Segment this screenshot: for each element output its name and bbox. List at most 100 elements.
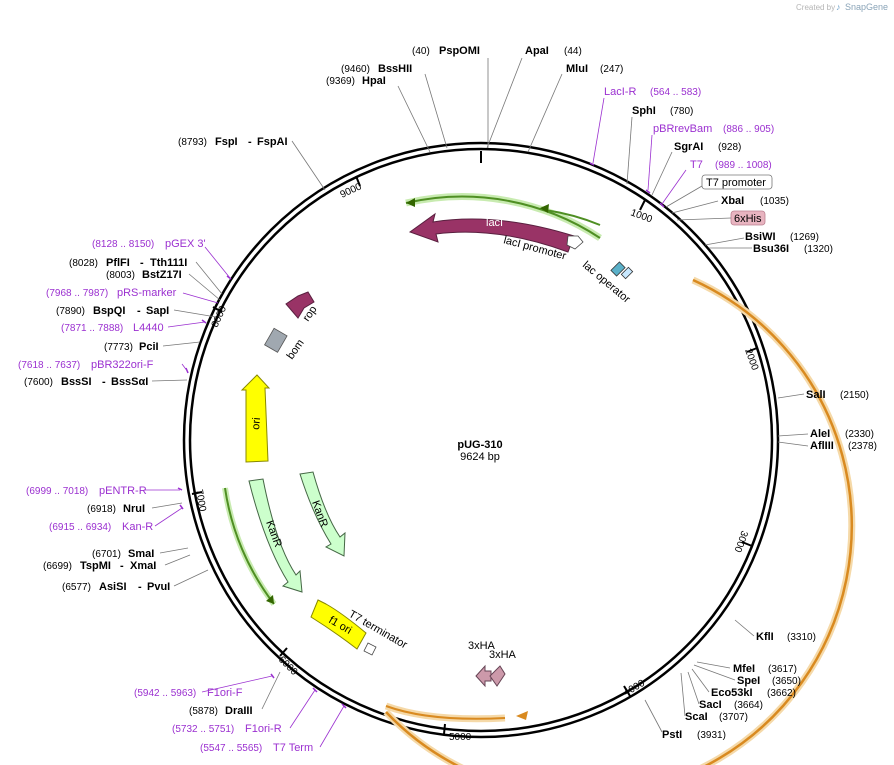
label-BspQI[interactable]: BspQI xyxy=(93,305,125,317)
pos-NruI: (6918) xyxy=(87,504,116,515)
label-Tth111I[interactable]: Tth111I xyxy=(150,257,187,269)
pos-BspQI: (7890) xyxy=(56,306,85,317)
label-ApaI[interactable]: ApaI xyxy=(525,45,549,57)
bom-label: bom xyxy=(285,337,307,361)
primer-pos-pENTRR: (6999 .. 7018) xyxy=(26,486,88,497)
label-SapI[interactable]: SapI xyxy=(146,305,169,317)
label-NruI[interactable]: NruI xyxy=(123,503,145,515)
label-SmaI[interactable]: SmaI xyxy=(128,548,154,560)
primer-L4440[interactable]: L4440 xyxy=(133,322,164,334)
primer-pos-F1oriF: (5942 .. 5963) xyxy=(134,688,196,699)
pos-SphI: (780) xyxy=(670,106,693,117)
label-SphI[interactable]: SphI xyxy=(632,105,656,117)
lacI-label: lacI xyxy=(486,217,503,229)
label-SacI[interactable]: SacI xyxy=(699,699,722,711)
label-XbaI[interactable]: XbaI xyxy=(721,195,744,207)
bom-feature[interactable]: bom xyxy=(264,327,307,362)
label-ScaI[interactable]: ScaI xyxy=(685,711,708,723)
label-Bsu36I[interactable]: Bsu36I xyxy=(753,243,789,255)
pos-AleI: (2330) xyxy=(845,429,874,440)
ori-label: ori xyxy=(250,417,263,430)
label-FspI[interactable]: FspI xyxy=(215,136,238,148)
primer-pBR322oriF[interactable]: pBR322ori-F xyxy=(91,359,154,371)
primer-pos-LacIR: (564 .. 583) xyxy=(650,87,701,98)
backbone xyxy=(182,141,780,739)
pos-Eco53kI: (3662) xyxy=(767,688,796,699)
label-BssSI[interactable]: BssSI xyxy=(61,376,92,388)
rop-feature[interactable]: rop xyxy=(285,291,320,324)
ha-label-1: 3xHA xyxy=(468,640,496,652)
t7-promoter-box[interactable]: T7 promoter xyxy=(701,174,773,190)
primer-pRSmarker[interactable]: pRS-marker xyxy=(117,287,177,299)
label-XmaI[interactable]: XmaI xyxy=(130,560,156,572)
pos-MluI: (247) xyxy=(600,64,623,75)
primer-LacIR[interactable]: LacI-R xyxy=(604,86,636,98)
primer-T7[interactable]: T7 xyxy=(690,159,703,171)
label-PvuI[interactable]: PvuI xyxy=(147,581,170,593)
label-MfeI[interactable]: MfeI xyxy=(733,663,755,675)
tick-label-1000: 1000 xyxy=(629,207,654,225)
label-BstZ17I[interactable]: BstZ17I xyxy=(142,269,182,281)
pos-KflI: (3310) xyxy=(787,632,816,643)
label-SalI[interactable]: SalI xyxy=(806,389,826,401)
pos-SgrAI: (928) xyxy=(718,142,741,153)
label-AsiSI[interactable]: AsiSI xyxy=(99,581,127,593)
pos-AsiSI: (6577) xyxy=(62,582,91,593)
pos-BsiWI: (1269) xyxy=(790,232,819,243)
primer-pos-T7Term: (5547 .. 5565) xyxy=(200,743,262,754)
label-MluI[interactable]: MluI xyxy=(566,63,588,75)
primer-pBRrevBam[interactable]: pBRrevBam xyxy=(653,123,712,135)
sep-PflFI: - xyxy=(140,257,144,269)
sep-TspMI: - xyxy=(120,560,124,572)
label-BsiWI[interactable]: BsiWI xyxy=(745,231,776,243)
pos-HpaI: (9369) xyxy=(326,76,355,87)
primer-T7Term[interactable]: T7 Term xyxy=(273,742,313,754)
label-FspAI[interactable]: FspAI xyxy=(257,136,288,148)
tick-marks xyxy=(191,151,758,735)
sep-FspI: - xyxy=(248,136,252,148)
label-HpaI[interactable]: HpaI xyxy=(362,75,386,87)
orange-inner-arc xyxy=(384,702,506,723)
label-AleI[interactable]: AleI xyxy=(810,428,830,440)
label-TspMI[interactable]: TspMI xyxy=(80,560,111,572)
primer-F1oriF[interactable]: F1ori-F xyxy=(207,687,243,699)
green-arc-left xyxy=(222,487,277,606)
lacI-feature[interactable]: lacI xyxy=(408,212,575,253)
sep-BssSI: - xyxy=(102,376,106,388)
snapgene-brand: SnapGene xyxy=(845,2,888,12)
primer-KanR[interactable]: Kan-R xyxy=(122,521,153,533)
label-PspOMI[interactable]: PspOMI xyxy=(439,45,480,57)
label-PstI[interactable]: PstI xyxy=(662,729,682,741)
primer-pGEX3[interactable]: pGEX 3' xyxy=(165,238,206,250)
ha-label-2: 3xHA xyxy=(489,649,517,661)
pos-PflFI: (8028) xyxy=(69,258,98,269)
primer-pos-L4440: (7871 .. 7888) xyxy=(61,323,123,334)
label-AflIII[interactable]: AflIII xyxy=(810,440,834,452)
label-Eco53kI[interactable]: Eco53kI xyxy=(711,687,753,699)
kanR-feature-right[interactable]: KanR xyxy=(299,471,346,557)
sep-BspQI: - xyxy=(137,305,141,317)
pos-PstI: (3931) xyxy=(697,730,726,741)
label-KflI[interactable]: KflI xyxy=(756,631,774,643)
label-BssSaI[interactable]: BssSαI xyxy=(111,376,148,388)
label-DraIII[interactable]: DraIII xyxy=(225,705,253,717)
primer-pos-T7: (989 .. 1008) xyxy=(715,160,772,171)
primer-pos-KanR: (6915 .. 6934) xyxy=(49,522,111,533)
f1-ori-feature[interactable]: f1 ori xyxy=(310,599,367,650)
pos-SmaI: (6701) xyxy=(92,549,121,560)
label-SgrAI[interactable]: SgrAI xyxy=(674,141,703,153)
primer-F1oriR[interactable]: F1ori-R xyxy=(245,723,282,735)
his-tag-box[interactable]: 6xHis xyxy=(730,210,766,226)
label-PflFI[interactable]: PflFI xyxy=(106,257,130,269)
label-PciI[interactable]: PciI xyxy=(139,341,159,353)
ha-tag-2[interactable]: 3xHA xyxy=(489,649,517,687)
ha-tag-1[interactable]: 3xHA xyxy=(468,640,496,688)
label-BssHII[interactable]: BssHII xyxy=(378,63,412,75)
green-arc-top xyxy=(405,193,602,241)
ori-feature[interactable]: ori xyxy=(240,374,271,463)
lac-operator-feature[interactable]: lac operator xyxy=(580,259,634,306)
pos-FspI: (8793) xyxy=(178,137,207,148)
tick-label-5000: 5000 xyxy=(449,732,472,743)
label-SpeI[interactable]: SpeI xyxy=(737,675,760,687)
primer-pENTRR[interactable]: pENTR-R xyxy=(99,485,147,497)
